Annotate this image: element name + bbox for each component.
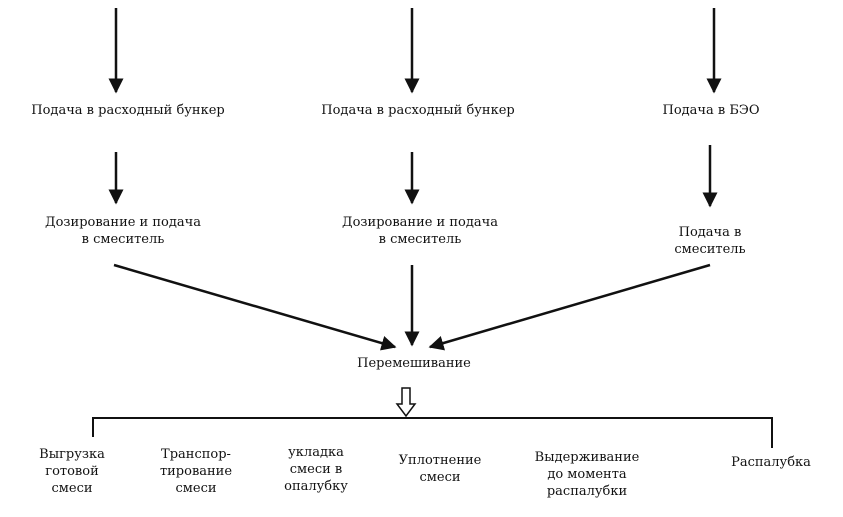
mixing-step: Перемешивание <box>357 356 471 371</box>
operation-curing: Выдерживание до момента распалубки <box>534 450 640 499</box>
operation-unloading: Выгрузка готовой смеси <box>39 447 105 496</box>
hollow-down-arrow <box>395 387 417 418</box>
operations-bracket <box>92 417 773 448</box>
operation-formwork-removal: Распалубка <box>731 455 811 470</box>
dose-step-col2: Дозирование и подача в смеситель <box>342 215 498 247</box>
dose-step-col3: Подача в смеситель <box>674 225 746 257</box>
arrow-dose-mix-col3 <box>428 263 711 351</box>
arrow-dose-mix-col1 <box>113 263 397 351</box>
operation-placing: укладка смеси в опалубку <box>284 445 348 494</box>
operation-transport: Транспор- тирование смеси <box>159 447 233 496</box>
dose-step-col1: Дозирование и подача в смеситель <box>45 215 201 247</box>
feed-step-col3: Подача в БЭО <box>662 103 760 118</box>
operation-compaction: Уплотнение смеси <box>398 453 482 485</box>
feed-step-col2: Подача в расходный бункер <box>321 103 515 118</box>
feed-step-col1: Подача в расходный бункер <box>31 103 225 118</box>
